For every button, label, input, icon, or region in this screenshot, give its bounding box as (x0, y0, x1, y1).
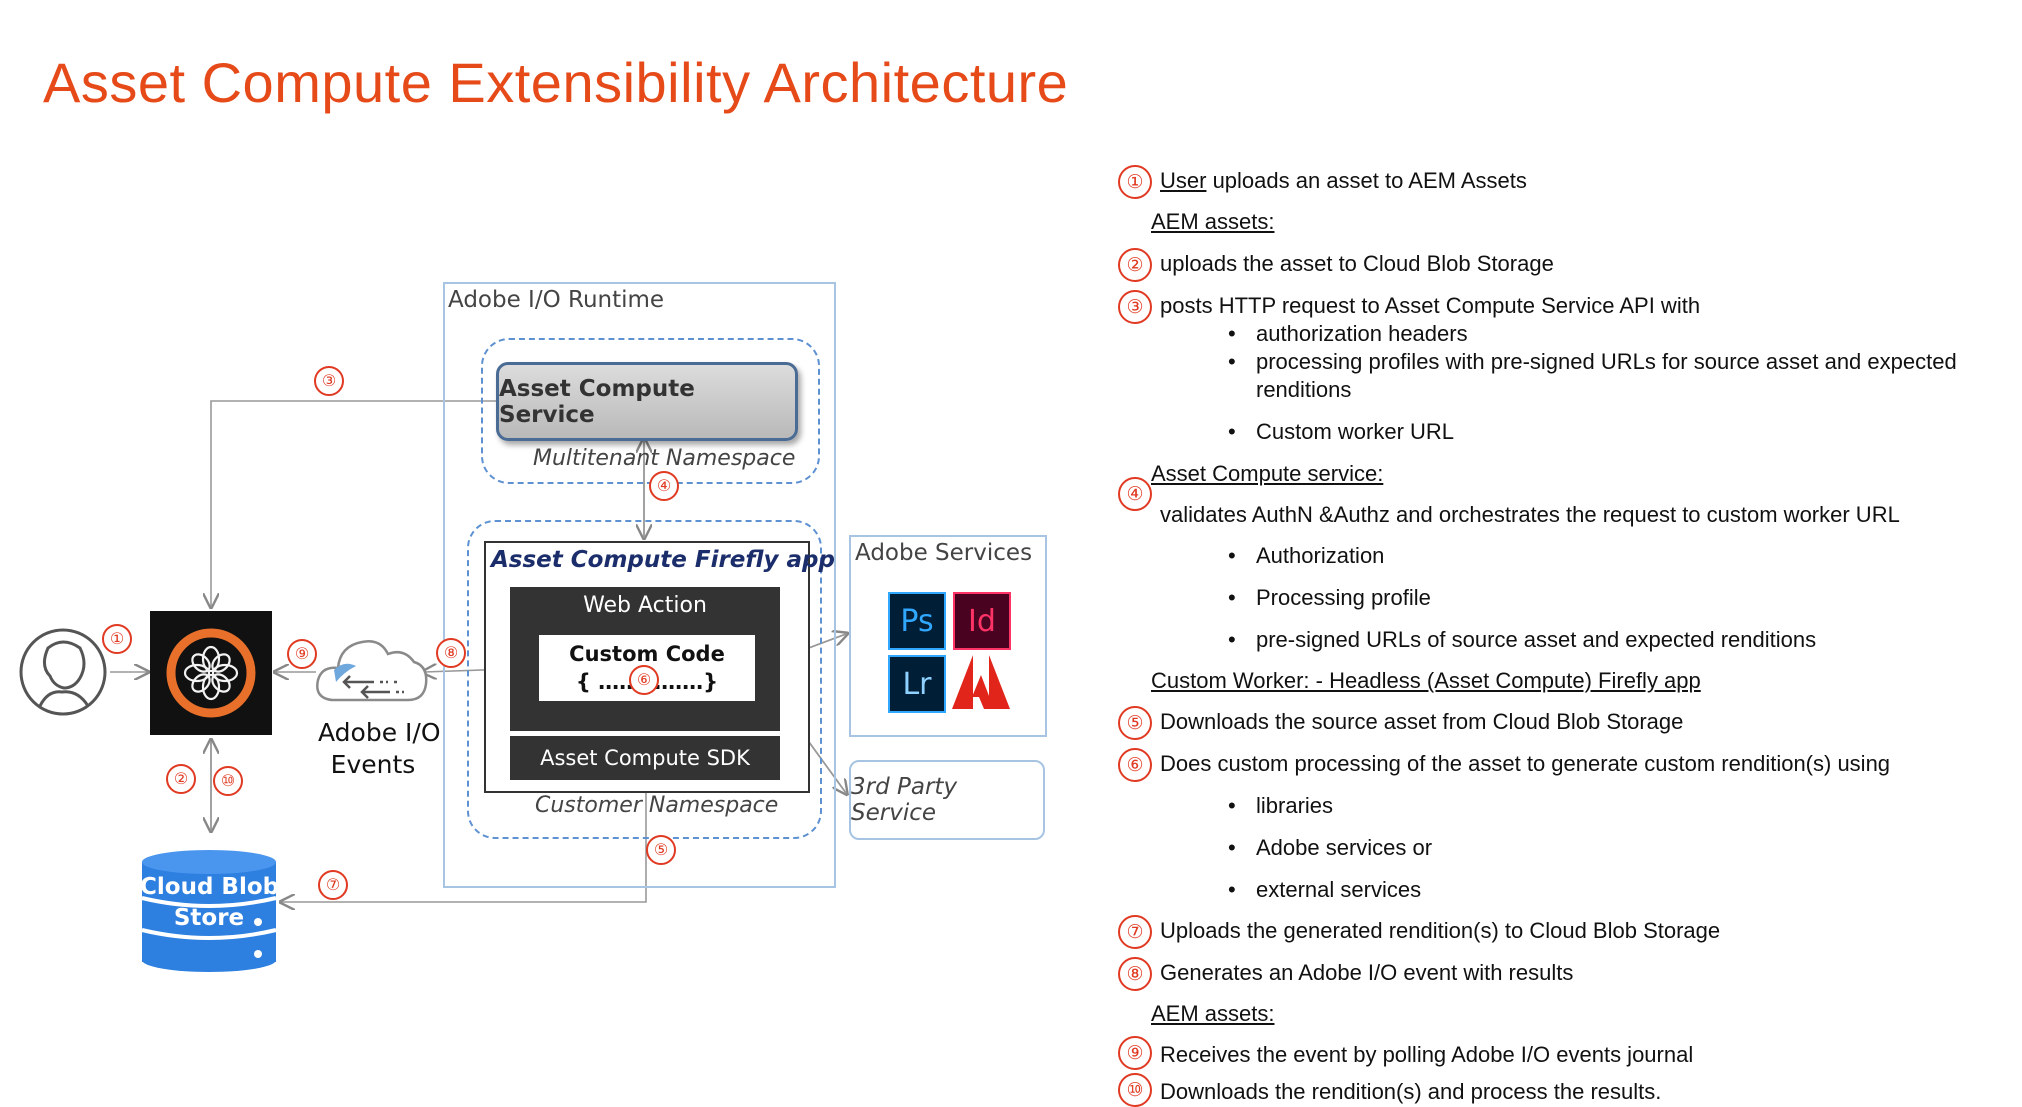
step-1-user: User (1160, 168, 1207, 193)
step-3-bullet-1: authorization headers (1228, 321, 1468, 347)
step-2-marker: ② (1118, 248, 1152, 282)
customer-namespace (467, 520, 822, 839)
step-7-marker: ⑦ (1118, 915, 1152, 949)
step-4-marker: ④ (1118, 477, 1152, 511)
aem-assets-heading-1: AEM assets: (1151, 209, 1275, 234)
step-4-text: validates AuthN &Authz and orchestrates … (1160, 502, 1900, 527)
step-3-marker: ③ (1118, 290, 1152, 324)
marker-5: ⑤ (646, 835, 676, 865)
step-3-bullet-3: Custom worker URL (1228, 419, 1454, 445)
step-8-marker: ⑧ (1118, 957, 1152, 991)
multitenant-namespace-label: Multitenant Namespace (533, 446, 796, 471)
adobe-logo-icon (952, 655, 1010, 709)
web-action-label: Web Action (583, 593, 707, 618)
step-6-marker: ⑥ (1118, 748, 1152, 782)
step-3-bullet-2: processing profiles with pre-signed URLs… (1228, 349, 1957, 375)
adobe-services-box (849, 535, 1047, 737)
photoshop-label: Ps (900, 603, 934, 639)
step-2-text: uploads the asset to Cloud Blob Storage (1160, 251, 1554, 276)
sdk-label: Asset Compute SDK (540, 746, 750, 770)
sdk-box: Asset Compute SDK (510, 736, 780, 780)
marker-9: ⑨ (287, 639, 317, 669)
indesign-label: Id (968, 603, 996, 639)
step-1-marker: ① (1118, 165, 1152, 199)
cloud-blob-store-icon (141, 850, 277, 972)
aem-icon (150, 611, 272, 735)
step-9-marker: ⑨ (1118, 1036, 1152, 1070)
marker-2: ② (166, 764, 196, 794)
indesign-icon: Id (953, 592, 1011, 650)
page-title: Asset Compute Extensibility Architecture (43, 51, 1069, 114)
step-1-text: User uploads an asset to AEM Assets (1160, 168, 1527, 194)
step-3-bullet-2-cont: renditions (1256, 377, 1352, 402)
lightroom-icon: Lr (888, 655, 946, 713)
step-6-bullet-1: libraries (1228, 793, 1333, 819)
step-5-text: Downloads the source asset from Cloud Bl… (1160, 709, 1684, 734)
asset-compute-service-box: Asset Compute Service (496, 362, 798, 441)
customer-namespace-label: Customer Namespace (535, 793, 779, 818)
user-icon (19, 628, 107, 716)
marker-7: ⑦ (318, 870, 348, 900)
runtime-label: Adobe I/O Runtime (448, 287, 665, 313)
step-10-marker: ⑩ (1118, 1073, 1152, 1107)
custom-code-label: Custom Code (569, 642, 725, 666)
marker-8: ⑧ (436, 638, 466, 668)
cloud-events-icon (316, 640, 428, 702)
step-1-rest: uploads an asset to AEM Assets (1206, 168, 1527, 193)
blob-label-line2: Store (173, 905, 245, 931)
step-4-bullet-3: pre-signed URLs of source asset and expe… (1228, 627, 1816, 653)
custom-worker-heading: Custom Worker: - Headless (Asset Compute… (1151, 668, 1701, 693)
firefly-app-label: Asset Compute Firefly app (491, 547, 835, 573)
step-6-bullet-3: external services (1228, 877, 1421, 903)
aem-assets-heading-2: AEM assets: (1151, 1001, 1275, 1026)
step-10-text: Downloads the rendition(s) and process t… (1160, 1079, 1662, 1104)
marker-6: ⑥ (629, 665, 659, 695)
step-4-bullet-2: Processing profile (1228, 585, 1431, 611)
step-3-text: posts HTTP request to Asset Compute Serv… (1160, 293, 1701, 318)
blob-label-line1: Cloud Blob (140, 874, 280, 900)
acs-heading: Asset Compute service: (1151, 461, 1384, 486)
step-4-bullet-1: Authorization (1228, 543, 1385, 569)
step-6-bullet-2: Adobe services or (1228, 835, 1432, 861)
adobe-services-label: Adobe Services (855, 540, 1033, 566)
third-party-label: 3rd Party Service (851, 774, 958, 826)
step-6-text: Does custom processing of the asset to g… (1160, 751, 1891, 776)
marker-1: ① (102, 624, 132, 654)
marker-4: ④ (649, 471, 679, 501)
step-7-text: Uploads the generated rendition(s) to Cl… (1160, 918, 1721, 943)
marker-10: ⑩ (213, 766, 243, 796)
runtime-container (443, 282, 836, 888)
marker-3: ③ (314, 366, 344, 396)
step-5-marker: ⑤ (1118, 706, 1152, 740)
third-party-service-box: 3rd Party Service (849, 760, 1045, 840)
step-8-text: Generates an Adobe I/O event with result… (1160, 960, 1574, 985)
photoshop-icon: Ps (888, 592, 946, 650)
step-9-text: Receives the event by polling Adobe I/O … (1160, 1042, 1694, 1067)
events-label-line2: Events (330, 750, 416, 779)
lightroom-label: Lr (902, 666, 932, 702)
arrow-step3 (211, 400, 496, 606)
events-label-line1: Adobe I/O (318, 718, 441, 747)
